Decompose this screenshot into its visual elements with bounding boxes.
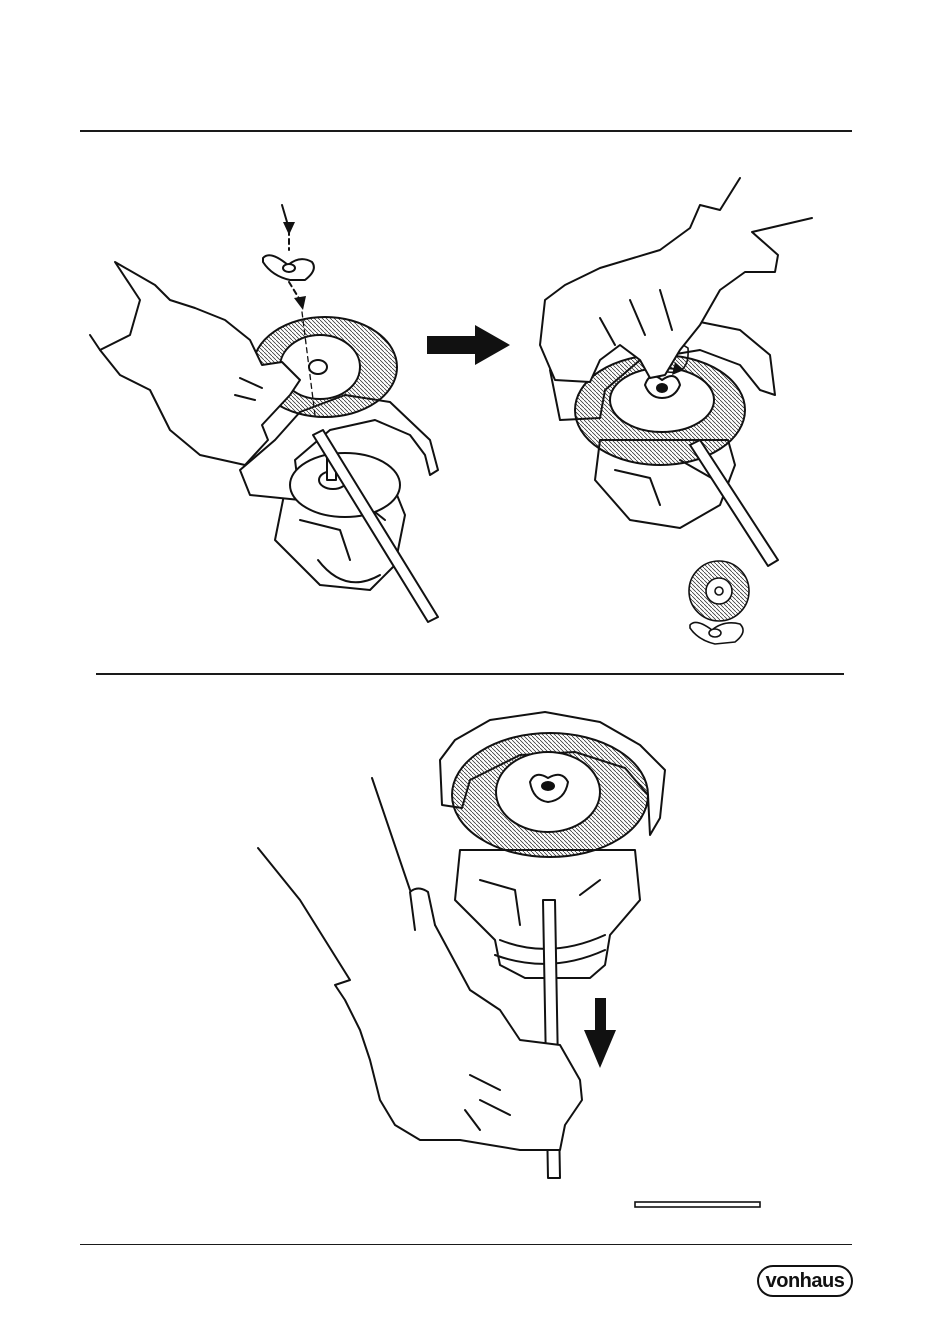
vonhaus-logo: vonhaus (757, 1265, 853, 1297)
wire-brush-icon (689, 561, 749, 621)
figure-remove-rod (258, 712, 665, 1178)
figure-attach-brush (90, 205, 438, 622)
parts-legend (689, 561, 749, 644)
locking-rod-icon (635, 1202, 760, 1207)
gloved-hand-icon (90, 262, 300, 465)
figure-tighten-nut (540, 178, 812, 566)
pull-out-arrow-icon (584, 998, 616, 1068)
logo-text: vonhaus (766, 1271, 845, 1291)
wing-nut-icon (690, 622, 743, 644)
next-step-arrow-icon (427, 325, 510, 365)
wing-nut-icon (263, 255, 314, 280)
gloved-hand-icon (540, 178, 812, 382)
